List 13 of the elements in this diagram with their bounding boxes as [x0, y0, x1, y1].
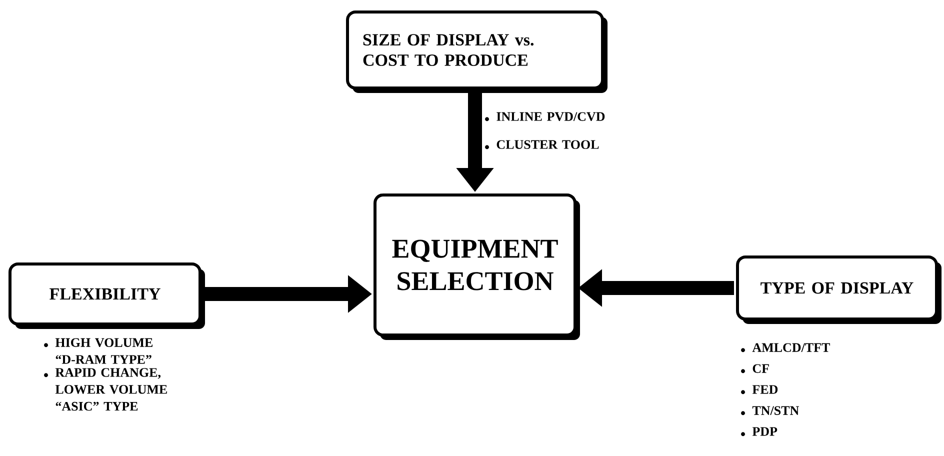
bullet-item: FED [752, 385, 778, 394]
bullet-item: CLUSTER TOOL [496, 140, 599, 149]
process-box: EQUIPMENT SELECTION [374, 194, 580, 340]
bullet-item: TN/STN [752, 406, 799, 415]
bullet-item: HIGH VOLUME “D-RAM TYPE” [55, 338, 153, 364]
bullet-item: AMLCD/TFT [752, 343, 830, 352]
bullet-item: RAPID CHANGE, LOWER VOLUME “ASIC” TYPE [55, 368, 167, 411]
bullet-item: PDP [752, 427, 778, 436]
process-box: SIZE OF DISPLAY vs. COST TO PRODUCE [346, 10, 608, 93]
process-box: TYPE OF DISPLAY [736, 256, 942, 324]
process-box: FLEXIBILITY [8, 262, 205, 329]
bullet-item: CF [752, 364, 769, 373]
bullet-item: INLINE PVD/CVD [496, 112, 605, 122]
